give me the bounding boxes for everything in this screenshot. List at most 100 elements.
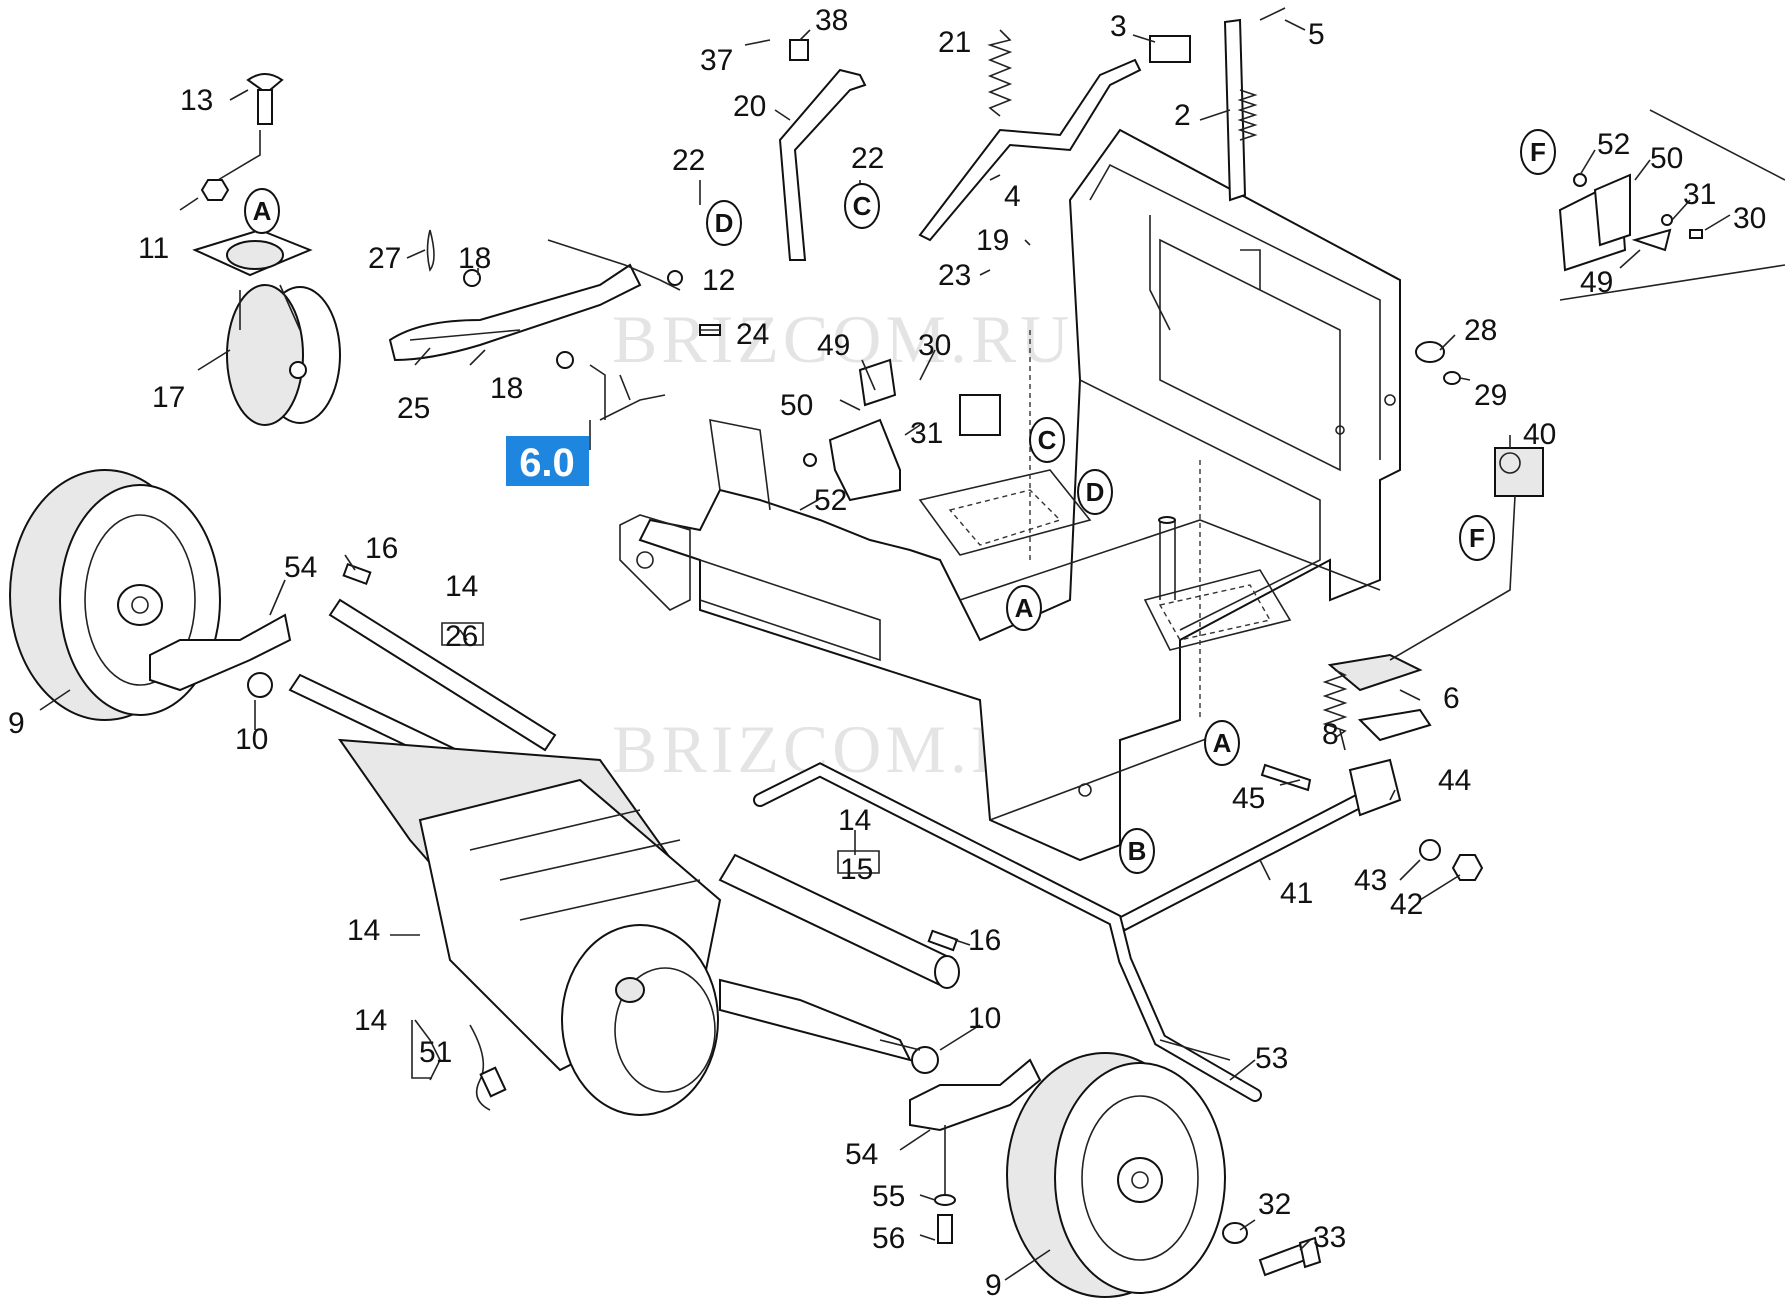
axle-shaft-right xyxy=(718,853,960,989)
svg-text:D: D xyxy=(715,208,734,238)
callout-16b: 16 xyxy=(968,924,1001,957)
right-wheel xyxy=(1006,1052,1226,1298)
callout-56: 56 xyxy=(872,1222,905,1255)
retaining-ring-10-right xyxy=(911,1046,939,1074)
lever-20 xyxy=(778,39,867,261)
callout-43: 43 xyxy=(1354,864,1387,897)
section-badge[interactable]: 6.0 xyxy=(506,436,589,486)
callout-12: 12 xyxy=(702,264,735,297)
callout-31b: 31 xyxy=(1683,178,1716,211)
callout-41: 41 xyxy=(1280,877,1313,910)
callout-54a: 54 xyxy=(284,551,317,584)
bracket-2 xyxy=(1223,18,1258,202)
callout-23: 23 xyxy=(938,259,971,292)
svg-text:F: F xyxy=(1530,137,1546,167)
callout-4: 4 xyxy=(1004,180,1021,213)
callout-45: 45 xyxy=(1232,782,1265,815)
ref-bubble-a2: A xyxy=(1006,585,1042,631)
callout-30b: 30 xyxy=(1733,202,1766,235)
watermark-top: BRIZCOM.RU xyxy=(612,301,1073,377)
ref-bubble-a1: A xyxy=(244,188,280,234)
ref-bubble-c2: C xyxy=(1029,417,1065,463)
callout-33: 33 xyxy=(1313,1221,1346,1254)
callout-10a: 10 xyxy=(235,723,268,756)
callout-50b: 50 xyxy=(1650,142,1683,175)
ref-bubble-c1: C xyxy=(844,183,880,229)
callout-20: 20 xyxy=(733,90,766,123)
lever-4 xyxy=(918,35,1191,242)
callout-26: 26 xyxy=(445,620,478,653)
caster-bolt xyxy=(246,73,284,125)
callout-18a: 18 xyxy=(458,242,491,275)
callout-10b: 10 xyxy=(968,1002,1001,1035)
wire-harness xyxy=(469,1024,507,1111)
callout-42: 42 xyxy=(1390,888,1423,921)
caster-nut xyxy=(200,179,230,201)
foot-bar xyxy=(1113,758,1484,932)
box-51 xyxy=(411,1020,432,1079)
gearbox-motor xyxy=(337,738,912,1116)
svg-text:D: D xyxy=(1086,477,1105,507)
ref-bubbles: A A A B C C D D F F xyxy=(244,129,1556,874)
callout-14b: 14 xyxy=(838,804,871,837)
callout-17: 17 xyxy=(152,381,185,414)
leader-lines xyxy=(39,19,1731,1281)
spring-clip xyxy=(426,229,435,272)
wheel-bracket-left xyxy=(149,613,292,698)
svg-text:A: A xyxy=(1213,728,1232,758)
pedal-pad xyxy=(1327,653,1432,742)
callout-25: 25 xyxy=(397,392,430,425)
callout-6: 6 xyxy=(1443,682,1460,715)
callout-18b: 18 xyxy=(490,372,523,405)
section-badge-label: 6.0 xyxy=(519,441,575,485)
switch-bracket xyxy=(803,358,1001,502)
ref-bubble-b: B xyxy=(1119,828,1155,874)
svg-text:C: C xyxy=(853,191,872,221)
chassis-frame xyxy=(619,128,1401,862)
callout-14d: 14 xyxy=(354,1004,387,1037)
callout-2: 2 xyxy=(1174,99,1191,132)
callout-9b: 9 xyxy=(985,1269,1002,1302)
callout-32: 32 xyxy=(1258,1188,1291,1221)
bolt-33 xyxy=(1258,1236,1322,1277)
detail-box-f xyxy=(1558,109,1785,301)
ref-bubble-d2: D xyxy=(1077,469,1113,515)
callout-3: 3 xyxy=(1110,10,1127,43)
callout-49a: 49 xyxy=(817,329,850,362)
box-26 xyxy=(441,622,484,646)
callout-38: 38 xyxy=(815,4,848,37)
callout-50a: 50 xyxy=(780,389,813,422)
callout-30a: 30 xyxy=(918,329,951,362)
ref-bubble-f2: F xyxy=(1520,129,1556,175)
callout-15: 15 xyxy=(840,853,873,886)
callout-5: 5 xyxy=(1308,18,1325,51)
svg-text:A: A xyxy=(1015,593,1034,623)
callout-31a: 31 xyxy=(910,417,943,450)
ref-bubble-a3: A xyxy=(1204,720,1240,766)
svg-text:A: A xyxy=(253,196,272,226)
callout-54b: 54 xyxy=(845,1138,878,1171)
callout-53: 53 xyxy=(1255,1042,1288,1075)
callout-13: 13 xyxy=(180,84,213,117)
washer-32 xyxy=(1222,1222,1248,1244)
callout-49b: 49 xyxy=(1580,266,1613,299)
svg-text:B: B xyxy=(1128,836,1147,866)
caster-wheel xyxy=(192,228,341,426)
callout-27: 27 xyxy=(368,242,401,275)
link-rod xyxy=(589,364,631,420)
callout-40: 40 xyxy=(1523,418,1556,451)
ref-bubble-d1: D xyxy=(706,200,742,246)
callout-22a: 22 xyxy=(672,144,705,177)
callout-16a: 16 xyxy=(365,532,398,565)
callout-55: 55 xyxy=(872,1180,905,1213)
callout-44: 44 xyxy=(1438,764,1471,797)
callout-28: 28 xyxy=(1464,314,1497,347)
svg-text:F: F xyxy=(1469,523,1485,553)
callout-22b: 22 xyxy=(851,142,884,175)
ref-bubble-f1: F xyxy=(1459,515,1495,561)
callout-14a: 14 xyxy=(445,570,478,603)
callout-8: 8 xyxy=(1322,718,1339,751)
axle-shaft-upper xyxy=(328,562,557,752)
callout-21: 21 xyxy=(938,26,971,59)
